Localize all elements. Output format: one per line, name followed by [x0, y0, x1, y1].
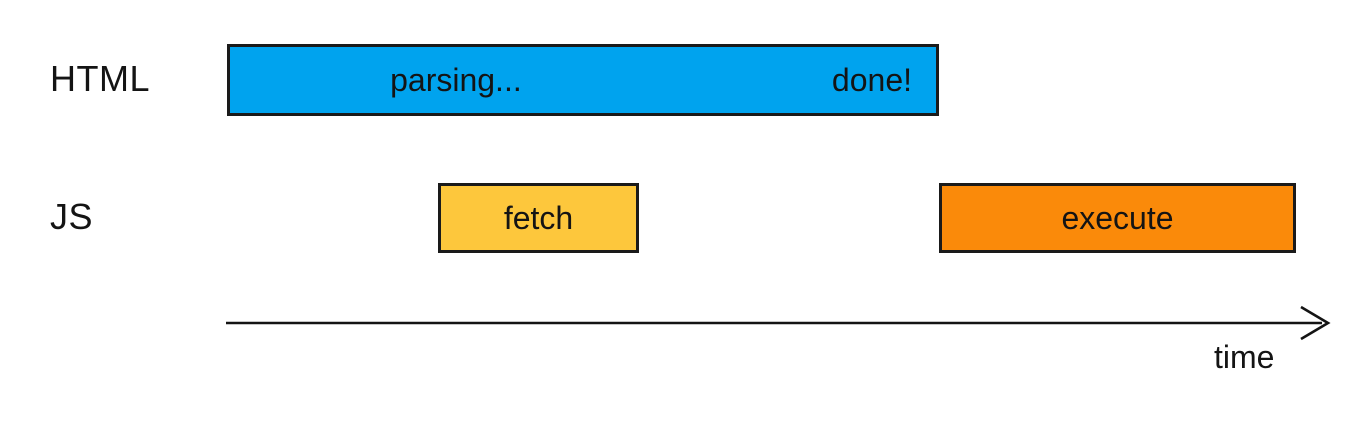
axis-arrowhead-icon: [1300, 305, 1331, 341]
execute-label: execute: [1061, 199, 1174, 236]
done-label: done!: [831, 61, 912, 98]
execute-bar: execute: [939, 183, 1296, 253]
row-label-html: HTML: [50, 58, 150, 99]
parsing-bar: parsing... done!: [227, 44, 939, 116]
parsing-label: parsing...: [390, 61, 522, 98]
row-label-js: JS: [50, 196, 94, 237]
fetch-label: fetch: [503, 199, 574, 236]
fetch-bar: fetch: [438, 183, 639, 253]
time-label: time: [1214, 339, 1275, 375]
